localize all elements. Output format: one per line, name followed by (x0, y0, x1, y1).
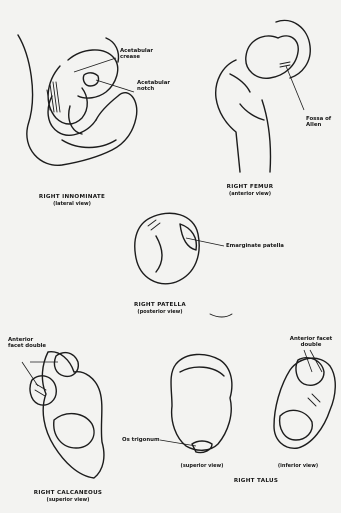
caption-right-patella: RIGHT PATELLA (posterior view) (120, 302, 200, 316)
caption-femur-view: (anterior view) (210, 191, 290, 198)
caption-femur-title: RIGHT FEMUR (210, 184, 290, 191)
caption-patella-title: RIGHT PATELLA (120, 302, 200, 309)
caption-talus-inferior-view: (inferior view) (266, 463, 330, 470)
caption-talus-superior-view: (superior view) (172, 463, 232, 470)
calcaneous-drawing (22, 352, 104, 478)
label-acetabular-notch: Acetabular notch (137, 80, 171, 92)
innominate-drawing (18, 35, 137, 165)
label-calcaneous-anterior-facet: Anterior facet double (8, 337, 48, 349)
talus-drawing (160, 350, 335, 453)
caption-right-talus: RIGHT TALUS (226, 478, 286, 485)
caption-innominate-title: RIGHT INNOMINATE (30, 194, 114, 201)
caption-calcaneous-title: RIGHT CALCANEOUS (18, 490, 118, 497)
label-talus-anterior-facet: Anterior facet double (288, 336, 334, 348)
caption-patella-view: (posterior view) (120, 309, 200, 316)
caption-calcaneous-view: (superior view) (18, 497, 118, 504)
femur-drawing (216, 20, 311, 172)
caption-right-innominate: RIGHT INNOMINATE (lateral view) (30, 194, 114, 208)
label-emarginate-patella: Emarginate patella (226, 243, 284, 249)
caption-right-femur: RIGHT FEMUR (anterior view) (210, 184, 290, 198)
caption-right-calcaneous: RIGHT CALCANEOUS (superior view) (18, 490, 118, 504)
caption-innominate-view: (lateral view) (30, 201, 114, 208)
label-fossa-of-allen: Fossa of Allen (306, 116, 336, 128)
label-acetabular-crease: Acetabular crease (120, 48, 154, 60)
label-os-trigonum: Os trigonum (122, 437, 160, 443)
